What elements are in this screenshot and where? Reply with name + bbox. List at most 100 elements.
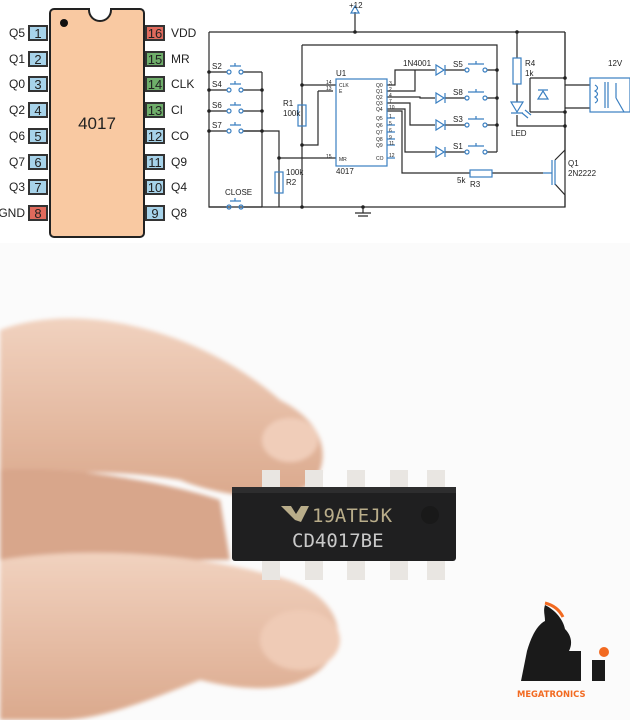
components (226, 4, 630, 210)
switch-label: S2 (212, 62, 222, 71)
u1-pin-number: 12 (389, 153, 395, 159)
u1-pin-label: E (339, 89, 343, 95)
close-switch-label: CLOSE (225, 188, 252, 197)
pin-8: 8 (28, 204, 48, 221)
supply-label: +12 (349, 1, 363, 10)
q1-part: 2N2222 (568, 169, 597, 178)
r3-value: 5k (457, 176, 466, 185)
product-photo: 19ATEJK CD4017BE MEGATRONICS (0, 243, 630, 720)
hand (0, 318, 340, 720)
u1-pin-number: 13 (326, 86, 332, 92)
u1-pin-number: 6 (389, 128, 392, 134)
ic-chip: 19ATEJK CD4017BE (232, 470, 456, 580)
switch-label: S5 (453, 60, 463, 69)
pin-9: 9 (145, 204, 165, 221)
switch-label: S1 (453, 142, 463, 151)
r4-value: 1k (525, 69, 534, 78)
u1-output-label: Q0 (376, 83, 383, 89)
switch-label: S6 (212, 101, 222, 110)
pin-1: 1 (28, 25, 48, 41)
u1-output-label: Q1 (376, 89, 383, 95)
u1-pin-number: 2 (389, 87, 392, 93)
u1-ic (335, 78, 388, 167)
q1-transistor (543, 160, 556, 185)
megatronics-logo: MEGATRONICS (517, 601, 609, 699)
pin-3: 3 (28, 76, 48, 93)
pin1-marker (60, 19, 68, 27)
chip-label: 4017 (78, 114, 116, 133)
ti-logo (281, 506, 309, 522)
pin-label: GND (0, 205, 25, 220)
pin-label: CLK (171, 77, 195, 92)
pin-15: 15 (145, 50, 165, 67)
u1-output-label: Q9 (376, 143, 383, 149)
pin-label: Q3 (8, 180, 25, 195)
r4-name: R4 (525, 59, 536, 68)
u1-co-label: CO (376, 156, 384, 162)
pin-label: Q8 (171, 205, 188, 220)
u1-pin-number: 1 (389, 114, 392, 120)
pin-label: CO (171, 128, 189, 143)
pin-16: 16 (145, 25, 165, 41)
u1-pin-number: 14 (326, 80, 332, 86)
brand-name: MEGATRONICS (517, 689, 586, 699)
u1-output-label: Q5 (376, 116, 383, 122)
u1-output-label: Q6 (376, 123, 383, 129)
pin-7: 7 (28, 179, 48, 196)
u1-pin-number: 5 (389, 121, 392, 127)
diode-label: 1N4001 (403, 59, 432, 68)
r4-resistor (512, 57, 522, 85)
pin-label: Q2 (8, 103, 25, 118)
u1-pin-number: 7 (389, 99, 392, 105)
led (509, 101, 532, 119)
u1-output-label: Q8 (376, 137, 383, 143)
r2-resistor (274, 171, 284, 194)
r2-name: R2 (286, 178, 297, 187)
led-label: LED (511, 129, 527, 138)
pin-label: Q4 (171, 180, 188, 195)
r3-name: R3 (470, 180, 481, 189)
r1-value: 100k (283, 109, 301, 118)
chip-marking-line1: 19ATEJK (312, 505, 393, 527)
chip-marking-line2: CD4017BE (292, 530, 384, 552)
pin-4: 4 (28, 102, 48, 119)
pin-label: MR (171, 51, 190, 66)
u1-pin-label: CLK (339, 83, 349, 89)
u1-pin-number: 3 (389, 81, 392, 87)
pin-12: 12 (145, 127, 165, 144)
r2-value: 100k (286, 168, 304, 177)
switch-label: S8 (453, 88, 463, 97)
q1-name: Q1 (568, 159, 579, 168)
pin-label: VDD (171, 26, 197, 40)
diodes (435, 63, 550, 159)
pin-14: 14 (145, 76, 165, 93)
u1-pin-number: 15 (326, 154, 332, 160)
pin-label: Q5 (8, 26, 25, 40)
pin-label: Q9 (171, 154, 188, 169)
u1-name: U1 (336, 69, 347, 78)
chip-notch (88, 8, 112, 22)
u1-output-label: Q3 (376, 101, 383, 107)
wires (208, 12, 590, 217)
relay-label: 12V (608, 59, 623, 68)
u1-output-label: Q2 (376, 95, 383, 101)
r1-resistor (297, 104, 307, 127)
switch-label: S4 (212, 80, 222, 89)
pin-2: 2 (28, 50, 48, 67)
chip-body: 4017 (49, 8, 145, 238)
u1-pin-number: 11 (389, 141, 394, 147)
u1-pin-number: 10 (389, 105, 395, 111)
pin-5: 5 (28, 127, 48, 144)
u1-output-label: Q4 (376, 107, 383, 113)
r1-name: R1 (283, 99, 294, 108)
u1-part: 4017 (336, 167, 354, 176)
junctions (207, 30, 567, 209)
switch-label: S3 (453, 115, 463, 124)
u1-output-label: Q7 (376, 130, 383, 136)
switches (226, 61, 488, 210)
schematic: +12 S2 S4 S6 S7 CLOSE R1 100k 100k R2 U1… (207, 1, 630, 217)
pin-11: 11 (145, 153, 165, 170)
u1-pin-number: 9 (389, 135, 392, 141)
